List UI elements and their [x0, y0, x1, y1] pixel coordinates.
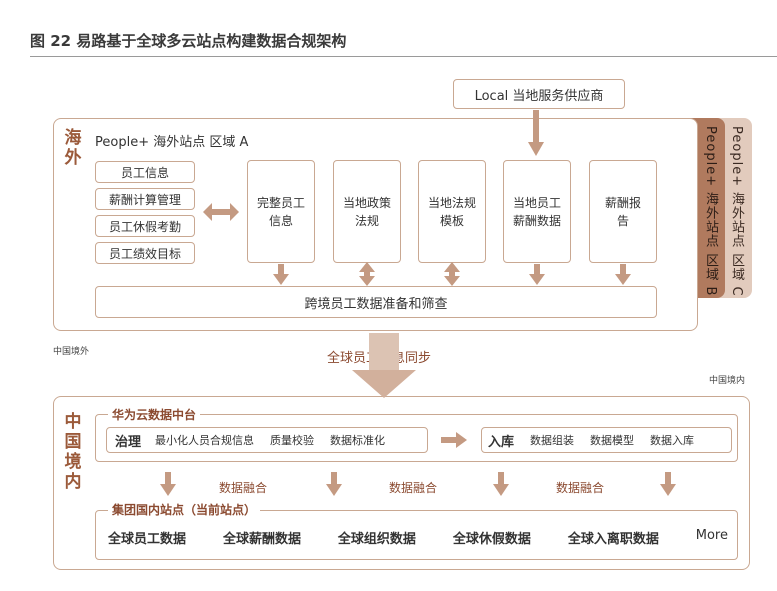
employee-item: 员工休假考勤 — [95, 215, 195, 237]
figure-title: 图 22 易路基于全球多云站点构建数据合规架构 — [30, 32, 347, 50]
employee-item: 员工信息 — [95, 161, 195, 183]
overseas-region-label: 中国境外 — [53, 347, 90, 357]
governance-item: 数据标准化 — [330, 434, 386, 447]
fusion-label: 数据融合 — [389, 481, 438, 495]
domestic-side-label: 中国境内 — [64, 412, 82, 492]
huawei-cloud-title: 华为云数据中台 — [108, 406, 201, 423]
sync-big-arrow — [352, 333, 416, 398]
module-bidirectional-arrow — [444, 262, 460, 286]
module-complete-employee-info: 完整员工信息 — [247, 160, 315, 263]
group-site-box — [95, 510, 738, 560]
module-local-policy: 当地政策法规 — [333, 160, 401, 263]
governance-label: 治理 — [115, 434, 142, 450]
storage-item: 数据入库 — [650, 434, 695, 447]
double-horizontal-arrow — [203, 203, 239, 221]
storage-item: 数据模型 — [590, 434, 635, 447]
group-item: 全球薪酬数据 — [222, 532, 301, 547]
module-local-payroll-data: 当地员工薪酬数据 — [503, 160, 571, 263]
group-site-items: 全球员工数据 全球薪酬数据 全球组织数据 全球休假数据 全球入离职数据 More — [108, 528, 728, 547]
employee-item: 薪酬计算管理 — [95, 188, 195, 210]
storage-label: 入库 — [488, 434, 515, 450]
group-item: 全球员工数据 — [108, 532, 187, 547]
module-down-arrow — [615, 264, 631, 285]
group-item: 全球入离职数据 — [567, 532, 659, 547]
group-item: 全球组织数据 — [337, 532, 416, 547]
module-local-template: 当地法规模板 — [418, 160, 486, 263]
zone-a-title: People+ 海外站点 区域 A — [95, 135, 249, 150]
module-payroll-report: 薪酬报告 — [589, 160, 657, 263]
fusion-down-arrow — [493, 472, 509, 496]
group-item: 全球休假数据 — [452, 532, 531, 547]
group-site-title: 集团国内站点（当前站点） — [108, 501, 261, 518]
module-down-arrow — [273, 264, 289, 285]
domestic-region-label: 中国境内 — [709, 376, 746, 386]
fusion-label: 数据融合 — [219, 481, 268, 495]
local-provider-label: Local 当地服务供应商 — [474, 88, 604, 104]
cross-border-prep-bar: 跨境员工数据准备和筛查 — [95, 286, 657, 318]
provider-down-arrow — [528, 110, 544, 156]
overseas-side-label: 海外 — [64, 128, 82, 168]
fusion-down-arrow — [660, 472, 676, 496]
module-bidirectional-arrow — [359, 262, 375, 286]
storage-box: 入库 数据组装 数据模型 数据入库 — [481, 427, 732, 453]
fusion-down-arrow — [160, 472, 176, 496]
module-down-arrow — [529, 264, 545, 285]
group-item: More — [695, 528, 728, 543]
zone-b-label: People+ 海外站点 区域 B — [703, 126, 718, 297]
employee-item: 员工绩效目标 — [95, 242, 195, 264]
local-provider-box: Local 当地服务供应商 — [453, 79, 625, 109]
title-divider — [30, 56, 777, 57]
governance-item: 最小化人员合规信息 — [155, 434, 255, 447]
fusion-down-arrow — [326, 472, 342, 496]
governance-item: 质量校验 — [270, 434, 315, 447]
governance-to-storage-arrow — [441, 432, 467, 448]
fusion-label: 数据融合 — [556, 481, 605, 495]
storage-item: 数据组装 — [530, 434, 575, 447]
zone-c-label: People+ 海外站点 区域 C — [729, 126, 744, 297]
governance-box: 治理 最小化人员合规信息 质量校验 数据标准化 — [106, 427, 428, 453]
